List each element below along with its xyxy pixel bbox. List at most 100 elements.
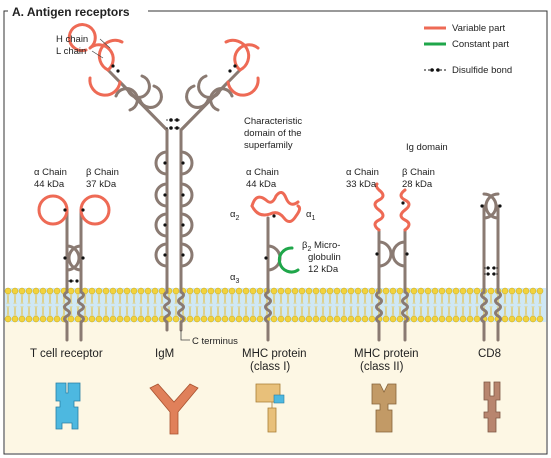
lipid-tail — [132, 293, 136, 317]
characteristic-domain-label-1: Characteristic — [244, 116, 302, 127]
lipid-head — [536, 287, 544, 295]
lipid-head — [340, 315, 348, 323]
lipid-head — [326, 287, 334, 295]
lipid-tail — [405, 293, 409, 317]
lipid-tail — [370, 293, 374, 317]
lipid-head — [207, 287, 215, 295]
lipid-head — [4, 287, 12, 295]
lipid-tail — [419, 293, 423, 317]
lipid-head — [228, 287, 236, 295]
lipid-head — [445, 315, 453, 323]
lipid-tail — [314, 293, 318, 317]
lipid-head — [452, 287, 460, 295]
b2-microglobulin-label-1: β2 Micro- — [302, 240, 340, 253]
lipid-head — [529, 287, 537, 295]
lipid-head — [172, 287, 180, 295]
lipid-head — [410, 315, 418, 323]
lipid-head — [459, 287, 467, 295]
lipid-tail — [41, 293, 45, 317]
lipid-head — [235, 287, 243, 295]
lipid-head — [501, 315, 509, 323]
b2-microglobulin-label-2: globulin — [308, 252, 341, 263]
characteristic-domain-label-3: superfamily — [244, 140, 293, 151]
lipid-head — [137, 315, 145, 323]
lipid-head — [242, 287, 250, 295]
lipid-head — [137, 287, 145, 295]
mhc2-alpha-kda-label: 33 kDa — [346, 179, 377, 190]
lipid-head — [298, 287, 306, 295]
lipid-tail — [216, 293, 220, 317]
lipid-tail — [69, 293, 73, 317]
igm-structure — [67, 23, 260, 341]
lipid-tail — [83, 293, 87, 317]
alpha1-domain-label: α1 — [306, 209, 316, 222]
lipid-head — [144, 315, 152, 323]
lipid-tail — [412, 293, 416, 317]
lipid-head — [291, 315, 299, 323]
mhc1-alpha-chain-label: α Chain — [246, 167, 279, 178]
lipid-head — [431, 287, 439, 295]
b2-microglobulin-kda-label: 12 kDa — [308, 264, 339, 275]
lipid-head — [214, 315, 222, 323]
caption-mhc1-line1: MHC protein — [242, 348, 307, 360]
lipid-tail — [27, 293, 31, 317]
lipid-head — [249, 315, 257, 323]
lipid-tail — [440, 293, 444, 317]
lipid-tail — [139, 293, 143, 317]
lipid-head — [221, 315, 229, 323]
cd8-schematic-icon — [483, 381, 501, 433]
lipid-head — [326, 315, 334, 323]
lipid-tail — [118, 293, 122, 317]
lipid-head — [389, 315, 397, 323]
lipid-tail — [223, 293, 227, 317]
lipid-head — [291, 287, 299, 295]
lipid-tail — [160, 293, 164, 317]
lipid-head — [46, 287, 54, 295]
lipid-head — [277, 315, 285, 323]
lipid-head — [200, 315, 208, 323]
lipid-head — [256, 315, 264, 323]
ig-domain-label: Ig domain — [406, 142, 448, 153]
caption-mhc2-line2: (class II) — [360, 361, 404, 373]
lipid-tail — [174, 293, 178, 317]
lipid-tail — [6, 293, 10, 317]
lipid-head — [361, 315, 369, 323]
lipid-tail — [391, 293, 395, 317]
lipid-head — [382, 315, 390, 323]
legend-constant-label: Constant part — [452, 39, 509, 50]
lipid-head — [284, 315, 292, 323]
lipid-tail — [433, 293, 437, 317]
lipid-head — [88, 287, 96, 295]
lipid-tail — [328, 293, 332, 317]
lipid-head — [333, 315, 341, 323]
lipid-head — [270, 287, 278, 295]
mhc-class-2-structure — [373, 182, 411, 342]
lipid-tail — [48, 293, 52, 317]
lipid-head — [508, 315, 516, 323]
lipid-head — [95, 287, 103, 295]
lipid-head — [102, 315, 110, 323]
lipid-head — [270, 315, 278, 323]
lipid-head — [438, 287, 446, 295]
lipid-head — [277, 287, 285, 295]
lipid-head — [417, 287, 425, 295]
lipid-head — [67, 315, 75, 323]
lipid-head — [368, 315, 376, 323]
lipid-head — [333, 287, 341, 295]
mhc1-alpha-kda-label: 44 kDa — [246, 179, 277, 190]
lipid-head — [39, 315, 47, 323]
lipid-head — [116, 287, 124, 295]
lipid-head — [473, 287, 481, 295]
l-chain-label: L chain — [56, 46, 86, 57]
lipid-head — [116, 315, 124, 323]
lipid-tail — [489, 293, 493, 317]
lipid-head — [424, 315, 432, 323]
lipid-head — [466, 315, 474, 323]
lipid-tail — [510, 293, 514, 317]
lipid-head — [74, 315, 82, 323]
lipid-tail — [321, 293, 325, 317]
lipid-head — [382, 287, 390, 295]
tcr-beta-chain-label: β Chain — [86, 167, 119, 178]
lipid-head — [144, 287, 152, 295]
lipid-tail — [475, 293, 479, 317]
